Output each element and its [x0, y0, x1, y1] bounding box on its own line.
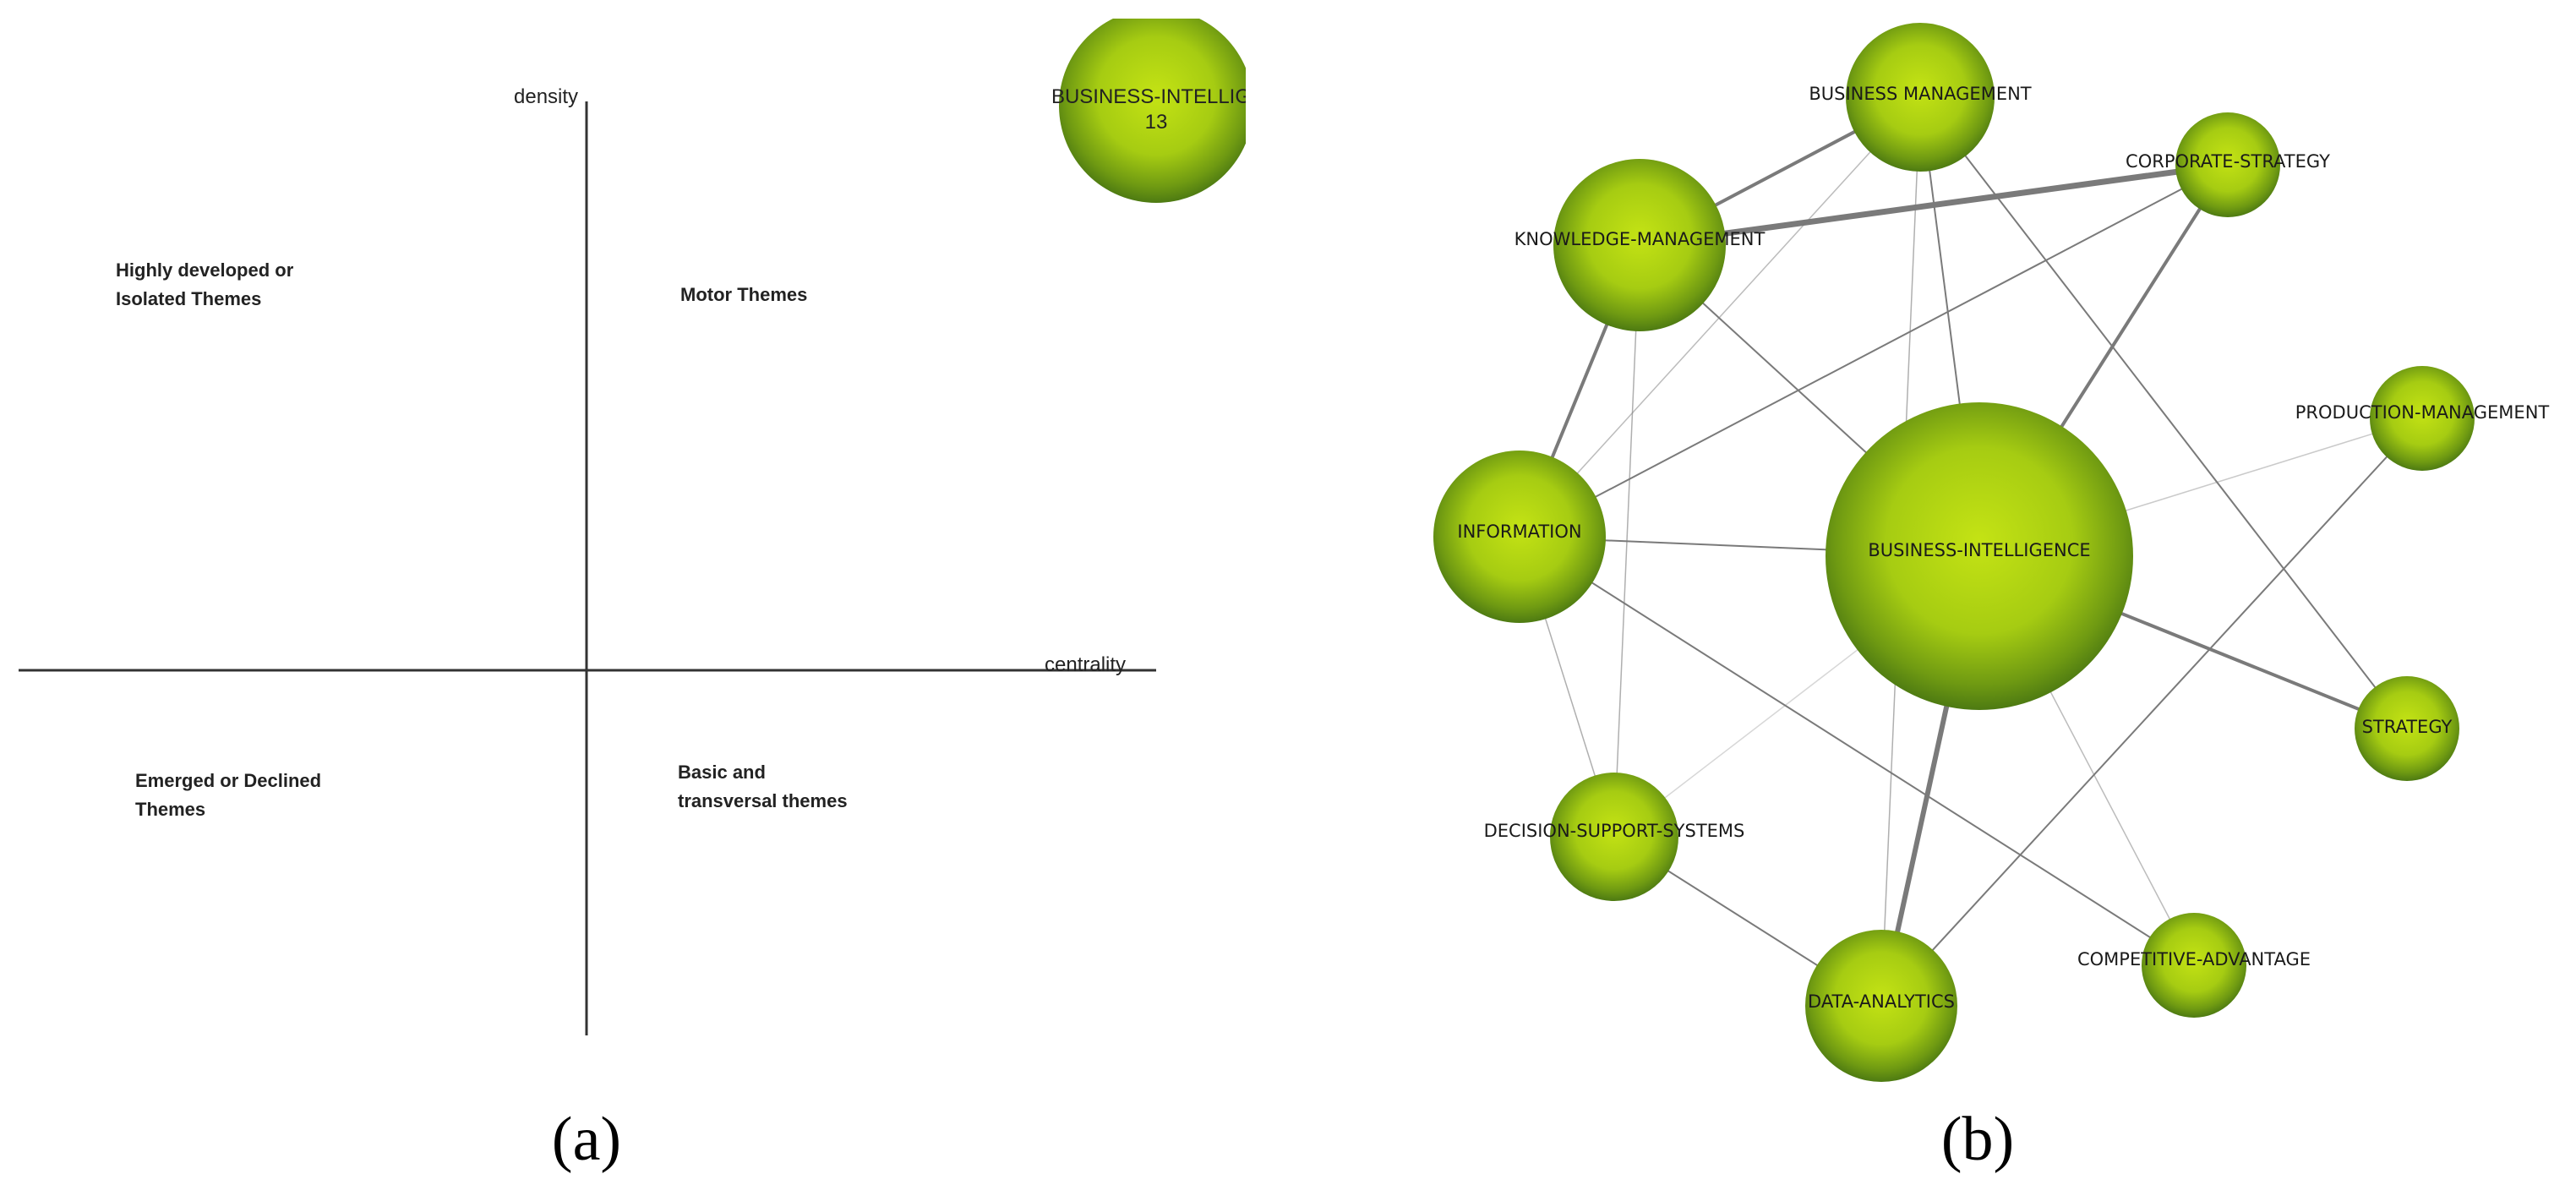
- quadrant-label-bottom-left: Emerged or Declined Themes: [135, 770, 326, 820]
- node-strategy[interactable]: [2355, 676, 2459, 781]
- cluster-count: 13: [1145, 111, 1168, 134]
- network-nodes: [1433, 23, 2475, 1082]
- node-production-management[interactable]: [2370, 366, 2475, 471]
- node-information[interactable]: [1433, 451, 1606, 623]
- node-business-intelligence[interactable]: [1826, 402, 2133, 710]
- node-knowledge-management[interactable]: [1553, 159, 1726, 331]
- node-label-corporate-strategy: CORPORATE-STRATEGY: [2126, 151, 2330, 172]
- edge-bm-strategy: [1919, 96, 2408, 729]
- node-label-production-management: PRODUCTION-MANAGEMENT: [2295, 402, 2550, 423]
- node-decision-support-systems[interactable]: [1550, 773, 1678, 901]
- cluster-label: BUSINESS-INTELLIGE: [1051, 85, 1264, 108]
- node-label-decision-support-systems: DECISION-SUPPORT-SYSTEMS: [1484, 821, 1745, 841]
- edge-pm-da: [1880, 418, 2423, 1007]
- node-label-knowledge-management: KNOWLEDGE-MANAGEMENT: [1514, 229, 1766, 249]
- edge-bm-info: [1519, 96, 1921, 538]
- cluster-business-intelligence: BUSINESS-INTELLIGE 13: [972, 0, 1264, 203]
- node-label-data-analytics: DATA-ANALYTICS: [1808, 991, 1955, 1012]
- quadrant-label-top-right: Motor Themes: [680, 284, 807, 305]
- quadrant-label-bottom-right: Basic and transversal themes: [678, 762, 848, 811]
- node-label-information: INFORMATION: [1457, 522, 1581, 542]
- node-corporate-strategy[interactable]: [2175, 112, 2280, 217]
- node-competitive-advantage[interactable]: [2142, 913, 2246, 1018]
- node-label-business-management: BUSINESS MANAGEMENT: [1809, 84, 2031, 104]
- quadrant-label-top-left: Highly developed or Isolated Themes: [116, 259, 298, 309]
- node-label-competitive-advantage: COMPETITIVE-ADVANTAGE: [2077, 949, 2311, 969]
- node-label-strategy: STRATEGY: [2362, 717, 2453, 737]
- node-business-management[interactable]: [1846, 23, 1995, 172]
- edge-cs-info: [1519, 164, 2229, 538]
- density-axis-label: density: [514, 85, 578, 108]
- caption-b: (b): [1941, 1105, 2014, 1174]
- edge-info-ca: [1519, 536, 2195, 966]
- panel-a-strategic-diagram: density centrality Highly developed or I…: [19, 0, 1264, 1035]
- panel-b-network: BUSINESS MANAGEMENT CORPORATE-STRATEGY K…: [1433, 23, 2549, 1082]
- centrality-axis-label: centrality: [1045, 653, 1126, 676]
- node-label-business-intelligence: BUSINESS-INTELLIGENCE: [1868, 540, 2090, 560]
- network-labels: BUSINESS MANAGEMENT CORPORATE-STRATEGY K…: [1457, 84, 2549, 1012]
- caption-a: (a): [552, 1105, 621, 1174]
- node-data-analytics[interactable]: [1805, 930, 1957, 1082]
